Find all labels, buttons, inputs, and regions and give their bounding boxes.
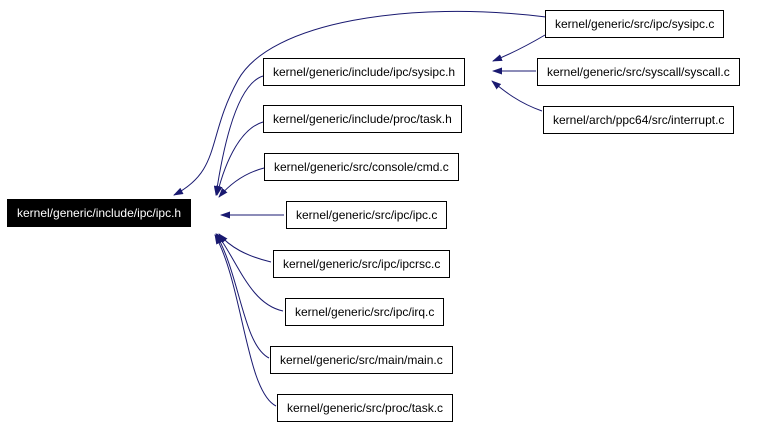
node-interrupt-c[interactable]: kernel/arch/ppc64/src/interrupt.c bbox=[543, 106, 735, 134]
node-sysipc-c[interactable]: kernel/generic/src/ipc/sysipc.c bbox=[545, 10, 725, 38]
node-proc-task-h[interactable]: kernel/generic/include/proc/task.h bbox=[263, 105, 462, 133]
node-sysipc-h[interactable]: kernel/generic/include/ipc/sysipc.h bbox=[263, 58, 466, 86]
edge-sysipc-h-to-ipc-h bbox=[213, 75, 264, 196]
node-irq-c[interactable]: kernel/generic/src/ipc/irq.c bbox=[285, 298, 445, 326]
edge-sysipc-c-to-sysipc-h bbox=[492, 34, 546, 62]
edge-sysipc-c-to-ipc-h bbox=[173, 10, 547, 196]
node-cmd-c[interactable]: kernel/generic/src/console/cmd.c bbox=[264, 153, 459, 181]
edge-main-c-to-ipc-h bbox=[215, 233, 270, 359]
node-proc-task-c[interactable]: kernel/generic/src/proc/task.c bbox=[277, 394, 454, 422]
node-ipc-h: kernel/generic/include/ipc/ipc.h bbox=[7, 199, 192, 227]
node-ipcrsc-c[interactable]: kernel/generic/src/ipc/ipcrsc.c bbox=[273, 250, 451, 278]
edge-proc-task-h-to-ipc-h bbox=[215, 121, 264, 196]
edge-proc-task-c-to-ipc-h bbox=[214, 234, 277, 407]
node-syscall-c[interactable]: kernel/generic/src/syscall/syscall.c bbox=[537, 58, 740, 86]
node-ipc-c[interactable]: kernel/generic/src/ipc/ipc.c bbox=[286, 201, 448, 229]
edge-cmd-c-to-ipc-h bbox=[218, 167, 265, 198]
edge-interrupt-c-to-sysipc-h bbox=[491, 80, 543, 112]
node-main-c[interactable]: kernel/generic/src/main/main.c bbox=[270, 346, 453, 374]
